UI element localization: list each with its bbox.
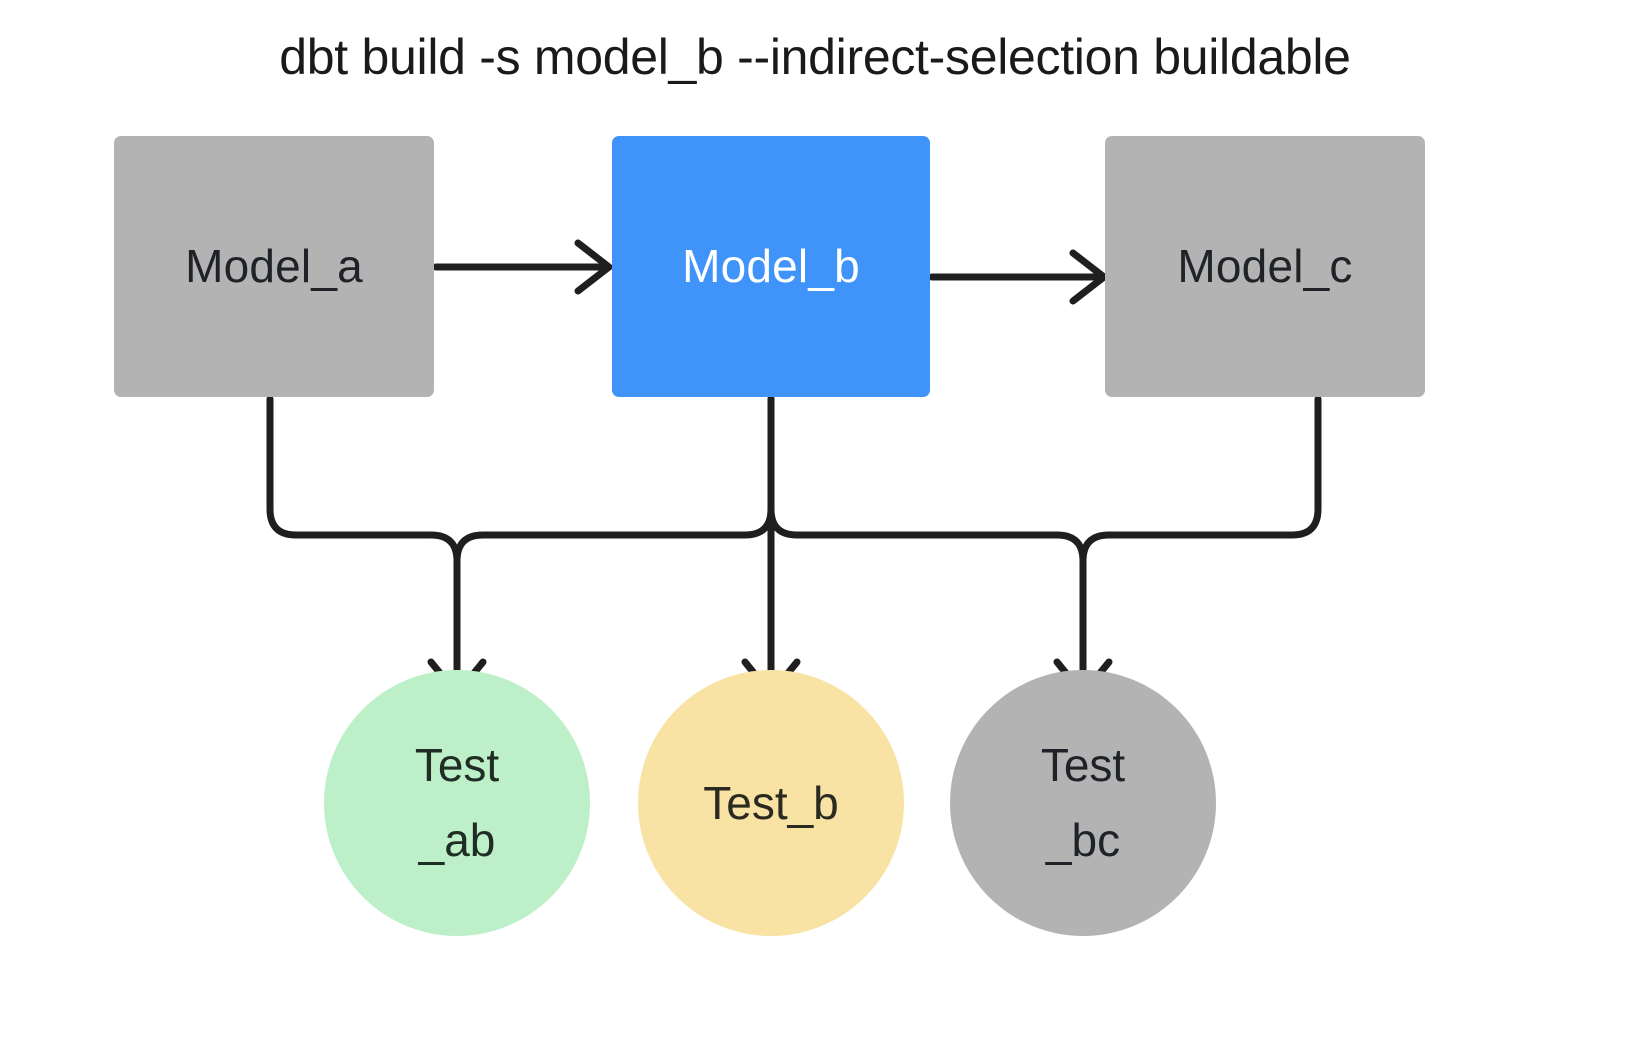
edge-model-a-to-test-ab-line [266,395,461,694]
model-node-model-c[interactable]: Model_c [1105,136,1425,397]
edge-model-a-to-model-b-arrowhead [574,239,613,295]
model-node-label-model-b: Model_b [682,239,860,292]
model-node-label-model-c: Model_c [1177,239,1353,292]
edge-model-b-to-test-ab-line [453,395,775,565]
model-node-label-model-a: Model_a [185,239,363,292]
test-node-test-ab[interactable]: Test _ab [324,670,590,936]
test-node-test-b[interactable]: Test_b [638,670,904,936]
edge-model-b-to-model-c-arrowhead [1069,249,1108,305]
test-node-label-test-b: Test_b [703,776,839,829]
model-node-model-a[interactable]: Model_a [114,136,434,397]
test-node-label-test-ab: Test _ab [414,739,500,866]
test-node-label-test-bc: Test _bc [1040,739,1126,866]
model-node-model-b[interactable]: Model_b [612,136,930,397]
page-title: dbt build -s model_b --indirect-selectio… [279,29,1351,85]
edge-model-c-to-test-bc-line [1079,395,1322,565]
edge-model-b-to-test-bc-line [767,395,1087,694]
test-node-test-bc[interactable]: Test _bc [950,670,1216,936]
